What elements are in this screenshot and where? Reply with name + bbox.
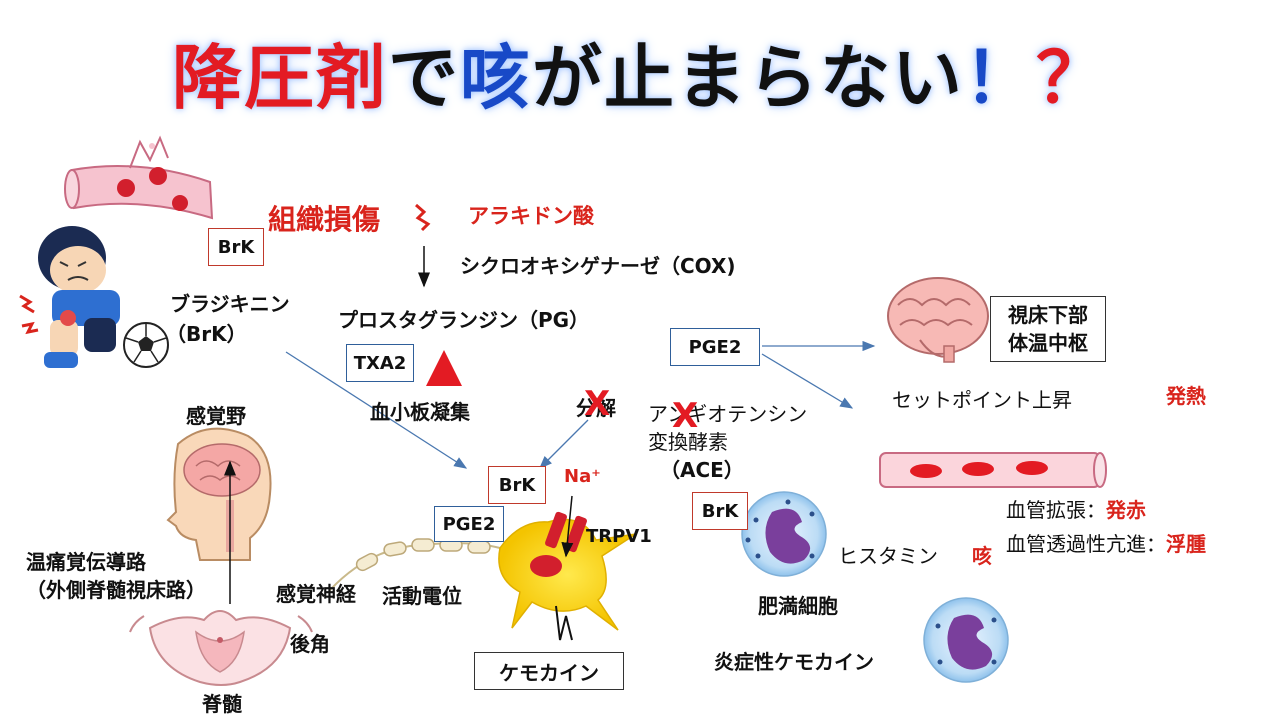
permeability-prefix: 血管透過性亢進： [1006,532,1166,556]
block-mark-ace-icon: X [672,396,699,436]
trpv1-label: TRPV1 [586,526,652,547]
vasodilation-label: 血管拡張：発赤 [1006,494,1146,523]
edema-label: 浮腫 [1166,532,1206,556]
permeability-label: 血管透過性亢進：浮腫 [1006,528,1206,557]
increase-triangle-icon [426,350,462,386]
sensory-nerve-label: 感覚神経 [276,582,356,606]
hypothalamus-label-line1: 視床下部 [1008,303,1088,327]
inflammatory-cell-illustration [923,597,1009,683]
redness-label: 発赤 [1106,498,1146,522]
cough-label: 咳 [972,544,992,568]
blood-vessel-illustration [879,452,1107,488]
inflammatory-chemokine-label: 炎症性ケモカイン [714,650,874,674]
soccer-ball-icon [123,322,169,368]
histamine-label: ヒスタミン [838,544,938,568]
spinal-cord-illustration [129,610,313,686]
pge2-box-neuron: PGE2 [434,506,504,542]
neuron-illustration [498,518,637,641]
title-wont-stop: が止まらない [532,37,964,119]
ace-label-line3: （ACE） [660,458,744,482]
sensory-nerve-fiber [329,538,501,591]
vasodilation-prefix: 血管拡張： [1006,498,1106,522]
pge2-box-top: PGE2 [670,328,760,366]
cox-label: シクロオキシゲナーゼ（COX) [460,254,736,278]
block-mark-degradation-icon: X [584,384,611,424]
arachidonic-acid-label: アラキドン酸 [468,204,594,228]
title-cough: 咳 [460,37,532,119]
title-de: で [388,37,460,119]
spinal-cord-label: 脊髄 [202,692,242,716]
title-question: ？ [1036,37,1108,119]
action-potential-label: 活動電位 [382,584,462,608]
damaged-vessel-illustration [64,135,214,220]
hypothalamus-box: 視床下部 体温中枢 [990,296,1106,362]
title-antihypertensive: 降圧剤 [172,37,388,119]
brk-box-mast: BrK [692,492,748,530]
damage-squiggle-icon [415,203,431,232]
brk-box-neuron: BrK [488,466,546,504]
ace-label-line1: アンギオテンシン [648,402,808,426]
title-exclamation: ！ [964,37,1036,119]
bradykinin-abbr-label: （BrK） [166,322,247,346]
mast-cell-illustration [741,491,827,577]
platelet-aggregation-label: 血小板凝集 [370,400,470,424]
injured-boy-illustration [19,226,120,368]
head-sagittal-illustration [166,427,272,561]
prostaglandin-label: プロスタグランジン（PG） [338,308,590,332]
ace-label-line2: 変換酵素 [648,430,728,454]
brain-illustration [887,277,989,363]
mast-cell-label: 肥満細胞 [758,594,838,618]
tissue-damage-label: 組織損傷 [268,203,381,236]
brk-box-top: BrK [208,228,264,266]
dorsal-horn-label: 後角 [290,632,330,656]
degradation-label: 分解 [576,396,616,420]
pain-pathway-label-line1: 温痛覚伝導路 [26,550,146,574]
chemokine-box: ケモカイン [474,652,624,690]
set-point-label: セットポイント上昇 [892,388,1072,412]
sensory-area-label: 感覚野 [186,404,246,428]
page-title: 降圧剤で咳が止まらない！？ [0,22,1280,123]
bradykinin-label: ブラジキニン [170,292,290,316]
sodium-ion-label: Na⁺ [564,466,601,487]
txa2-box: TXA2 [346,344,414,382]
pain-pathway-label-line2: （外側脊髄視床路） [26,578,206,602]
fever-label: 発熱 [1166,384,1206,408]
hypothalamus-label-line2: 体温中枢 [1008,331,1088,355]
